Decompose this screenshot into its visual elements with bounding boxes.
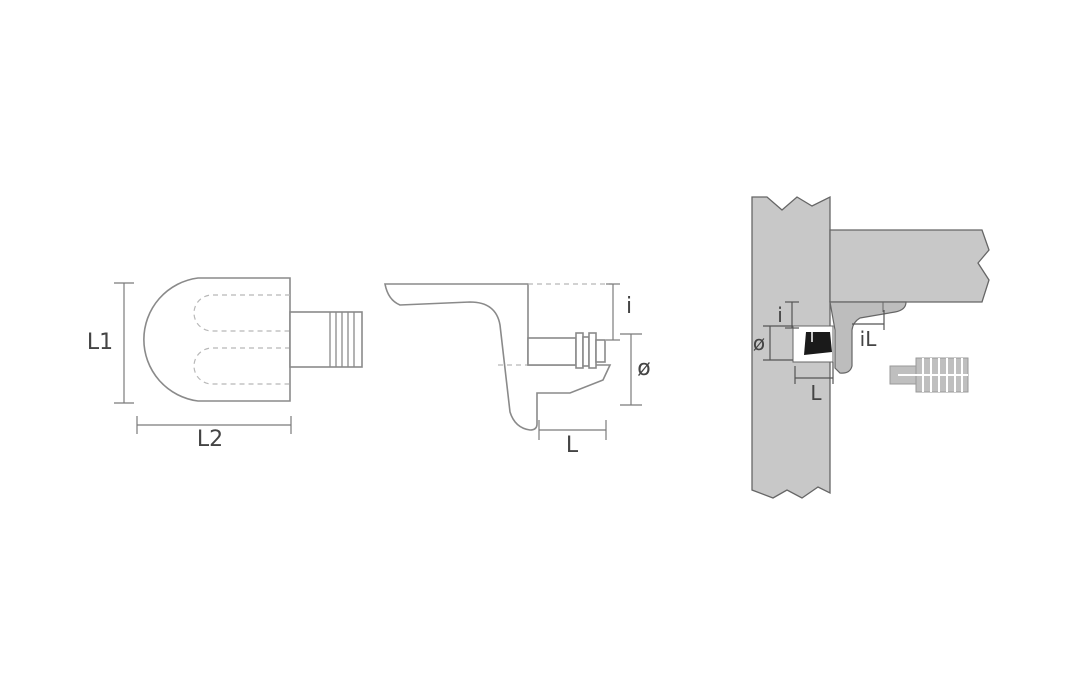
side-view: i ø L <box>384 283 651 458</box>
dimension-il-installed: iL <box>852 310 885 351</box>
pin-front <box>289 311 363 368</box>
label-i-side: i <box>626 294 632 319</box>
dimension-i-side: i <box>606 283 632 341</box>
hidden-cavity-lower <box>193 347 290 385</box>
label-i-installed: i <box>777 303 783 327</box>
dimension-l-side: L <box>538 420 607 458</box>
label-diameter-side: ø <box>637 356 650 381</box>
label-l2: L2 <box>197 427 223 452</box>
vertical-panel <box>751 195 831 499</box>
pin-collar-1 <box>575 332 584 369</box>
support-body-front <box>143 277 291 402</box>
pin-tip <box>595 339 606 363</box>
dimension-l1: L1 <box>87 282 134 404</box>
label-l1: L1 <box>87 330 113 355</box>
dimension-l-installed: L <box>794 362 834 405</box>
label-diameter-installed: ø <box>753 331 765 355</box>
installed-view: i ø L iL <box>751 195 990 499</box>
dowel-icon <box>889 357 969 393</box>
label-il-installed: iL <box>860 327 878 351</box>
label-l-side: L <box>566 433 579 458</box>
pin-collar-3 <box>588 332 597 369</box>
hidden-cavity-upper <box>193 294 290 332</box>
pin-collar-2 <box>582 336 590 367</box>
insert-black <box>804 332 832 355</box>
dimension-i-installed: i <box>777 301 799 329</box>
support-body-side <box>384 283 612 431</box>
dimension-diameter-installed: ø <box>753 325 793 361</box>
label-l-installed: L <box>810 381 822 405</box>
dimension-diameter-side: ø <box>620 333 651 406</box>
insert-ribs <box>797 329 813 342</box>
pin-ribs <box>329 312 355 367</box>
pin-shaft-side <box>527 337 577 366</box>
front-view: L1 L2 <box>87 277 363 452</box>
dimension-l2: L2 <box>136 416 292 452</box>
shelf-board <box>829 229 990 303</box>
